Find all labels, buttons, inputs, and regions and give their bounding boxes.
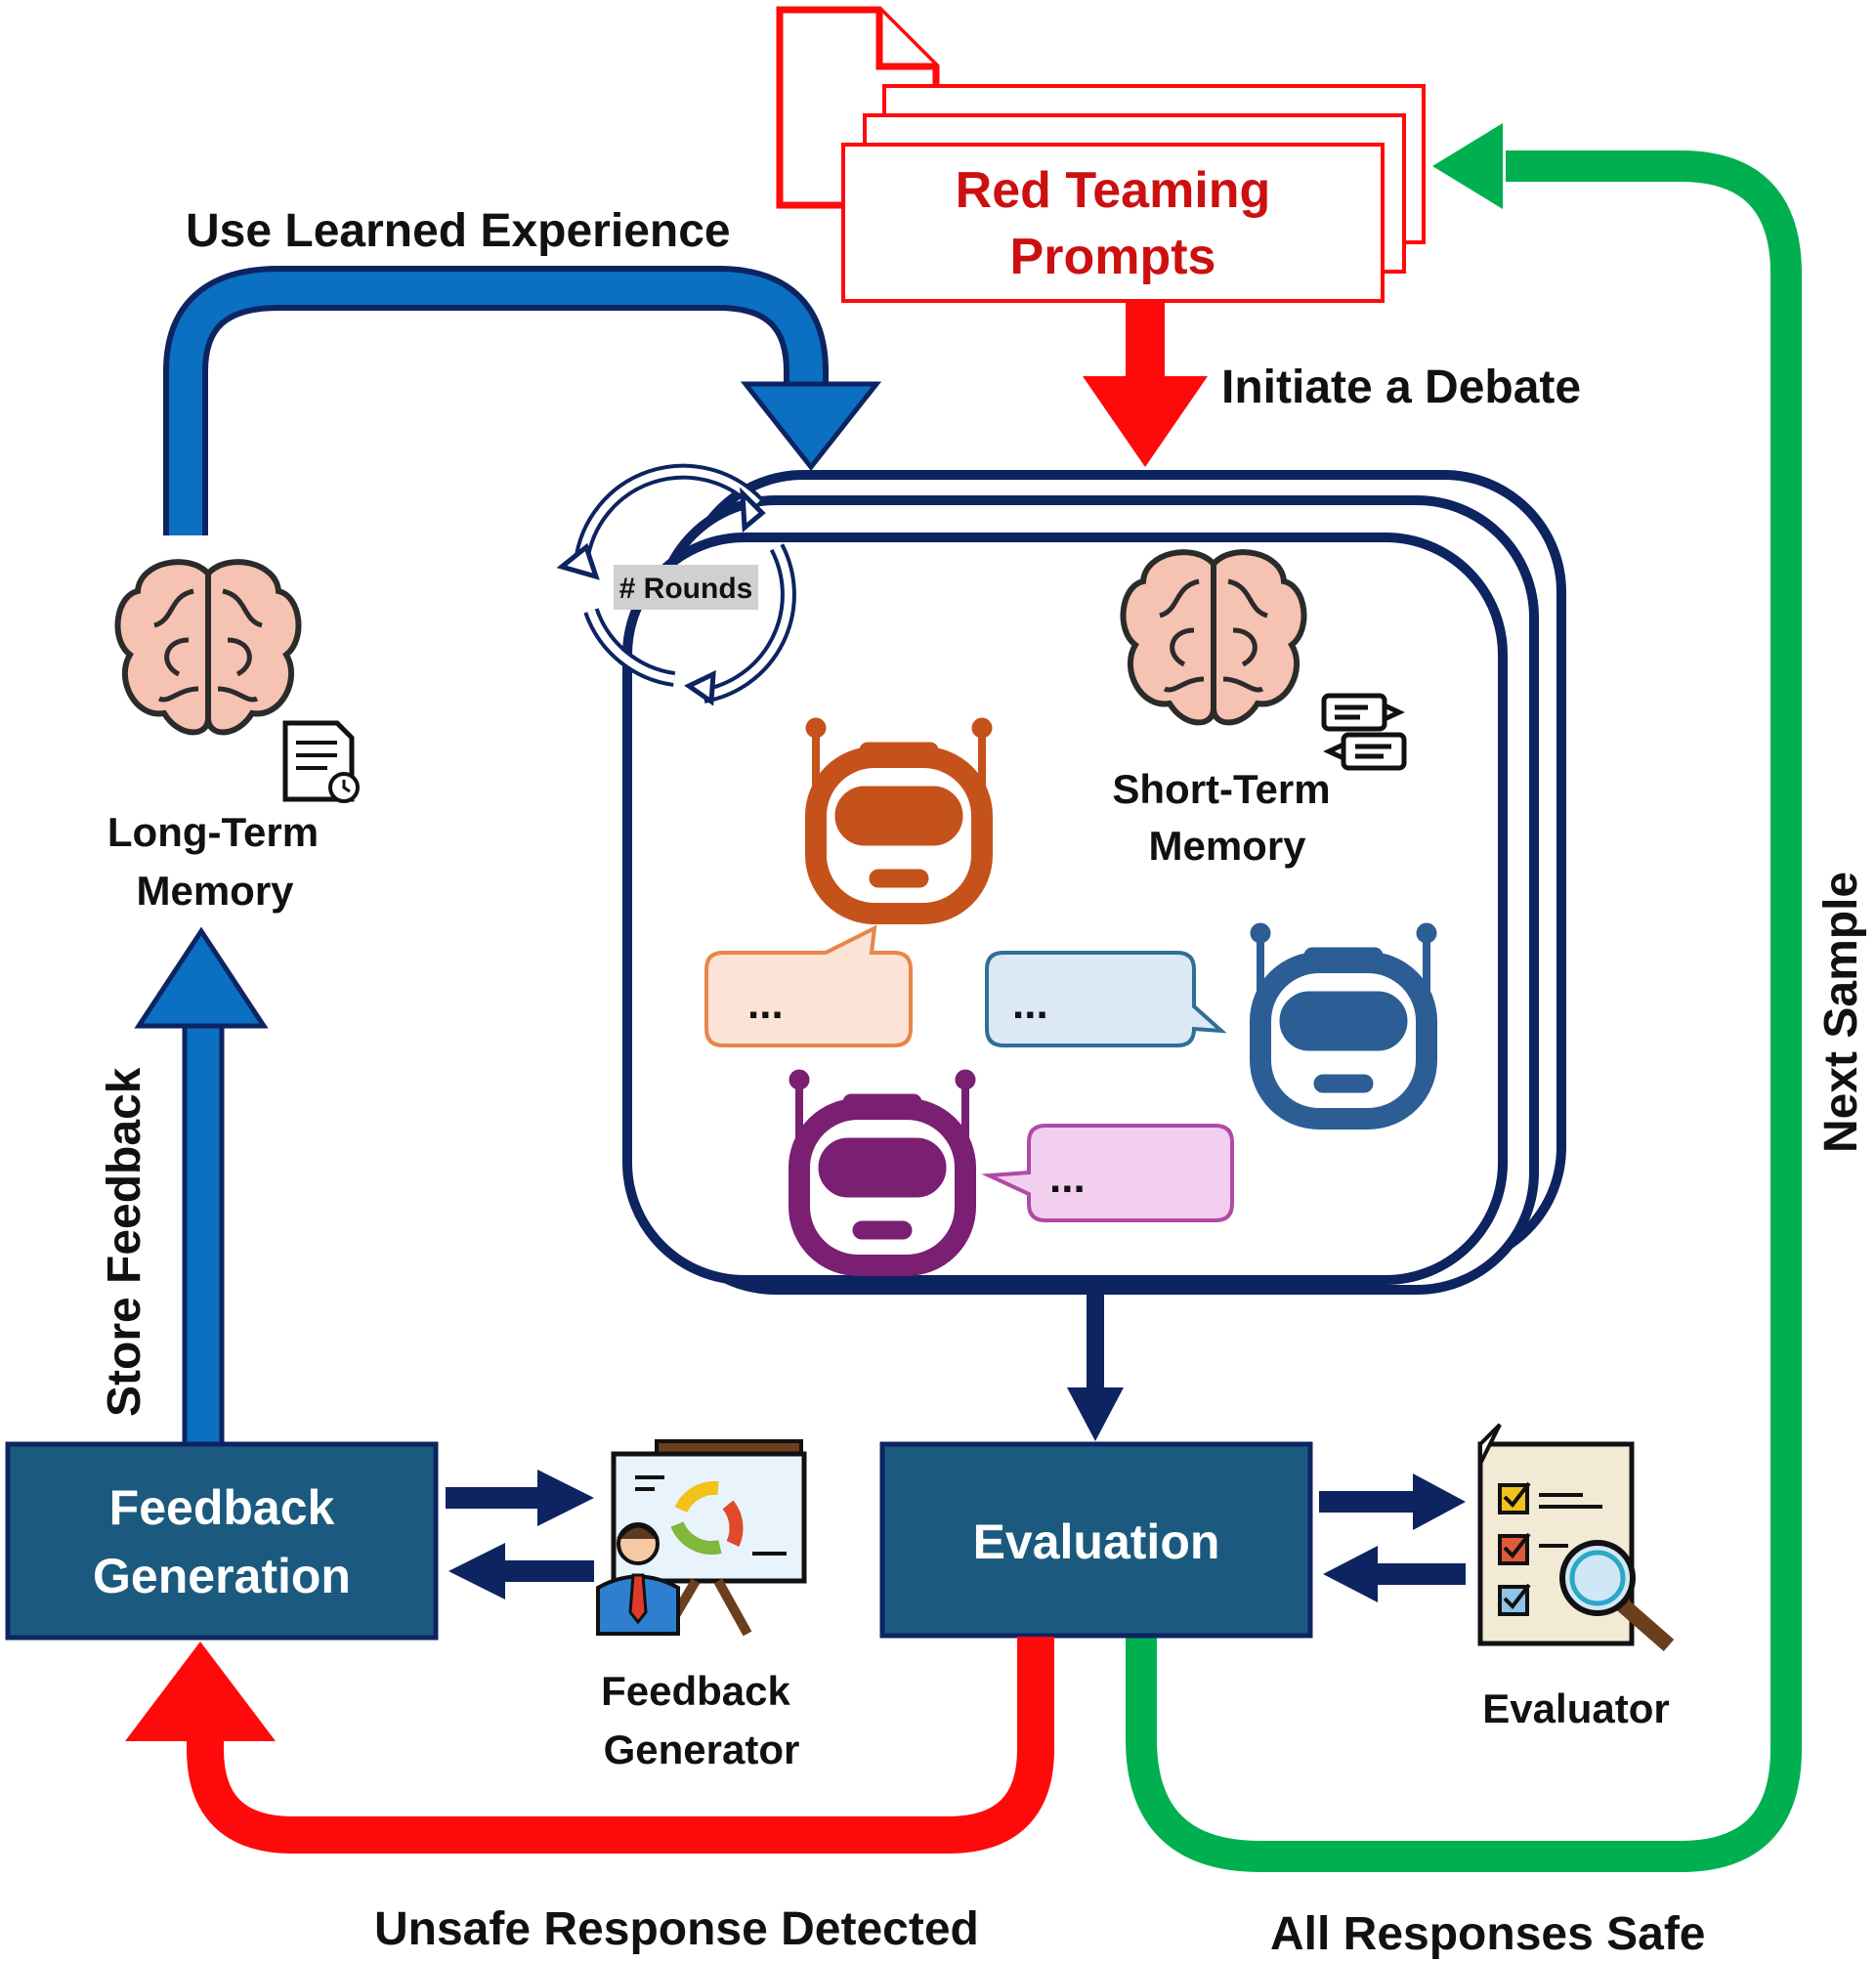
chat-icon <box>1321 693 1407 771</box>
short-term-memory-line1: Short-Term <box>1112 766 1330 812</box>
red-teaming-prompts-stack: Red Teaming Prompts <box>776 6 1426 303</box>
feedback-generation-line2: Generation <box>93 1549 351 1603</box>
use-experience-arrowhead <box>740 381 882 472</box>
use-experience-arrow <box>163 266 829 535</box>
long-term-memory-line1: Long-Term <box>107 809 319 855</box>
feedback-generation-box <box>5 1441 439 1641</box>
red-teaming-prompts-line2: Prompts <box>1010 229 1216 285</box>
brain-icon <box>118 562 299 732</box>
purple-bubble-text: ... <box>1049 1154 1086 1202</box>
feedback-generator-line2: Generator <box>604 1727 800 1772</box>
debate-to-evaluation-arrow <box>1087 1292 1104 1397</box>
document-clock-icon <box>282 720 360 803</box>
to-feedback-generator-arrow <box>446 1487 543 1509</box>
next-sample-arrow <box>1126 150 1802 1872</box>
from-feedback-generator-arrow <box>502 1560 594 1582</box>
presentation-icon <box>596 1439 807 1637</box>
store-feedback-label: Store Feedback <box>99 1067 150 1417</box>
speech-bubble-purple: ... <box>981 1124 1234 1222</box>
use-learned-experience-label: Use Learned Experience <box>186 205 731 257</box>
feedback-generation-line1: Feedback <box>109 1480 335 1535</box>
evaluator-label: Evaluator <box>1482 1685 1669 1731</box>
speech-bubble-orange: ... <box>704 924 913 1047</box>
evaluation-box <box>879 1441 1313 1639</box>
initiate-debate-label: Initiate a Debate <box>1221 362 1581 413</box>
rounds-label: # Rounds <box>619 573 753 605</box>
speech-bubble-blue: ... <box>985 951 1227 1047</box>
brain-icon <box>1124 552 1304 722</box>
checklist-magnifier-icon <box>1477 1423 1675 1652</box>
evaluation-label: Evaluation <box>973 1514 1220 1569</box>
initiate-debate-arrow <box>1126 301 1165 389</box>
red-teaming-prompts-line1: Red Teaming <box>956 162 1271 219</box>
next-sample-label: Next Sample <box>1815 872 1867 1153</box>
rounds-label-bg <box>614 565 758 610</box>
rounds-cycle-icon <box>556 463 796 706</box>
blue-bubble-text: ... <box>1012 980 1048 1028</box>
short-term-memory-line2: Memory <box>1148 823 1306 869</box>
unsafe-response-label: Unsafe Response Detected <box>374 1903 979 1955</box>
unsafe-response-arrow <box>187 1637 1054 1854</box>
all-responses-safe-label: All Responses Safe <box>1270 1908 1706 1960</box>
from-evaluator-arrow <box>1374 1563 1466 1585</box>
feedback-generator-line1: Feedback <box>601 1668 790 1714</box>
to-evaluator-arrow <box>1319 1491 1417 1513</box>
long-term-memory-line2: Memory <box>136 868 294 914</box>
store-feedback-arrow <box>182 1018 225 1449</box>
orange-bubble-text: ... <box>747 980 784 1028</box>
